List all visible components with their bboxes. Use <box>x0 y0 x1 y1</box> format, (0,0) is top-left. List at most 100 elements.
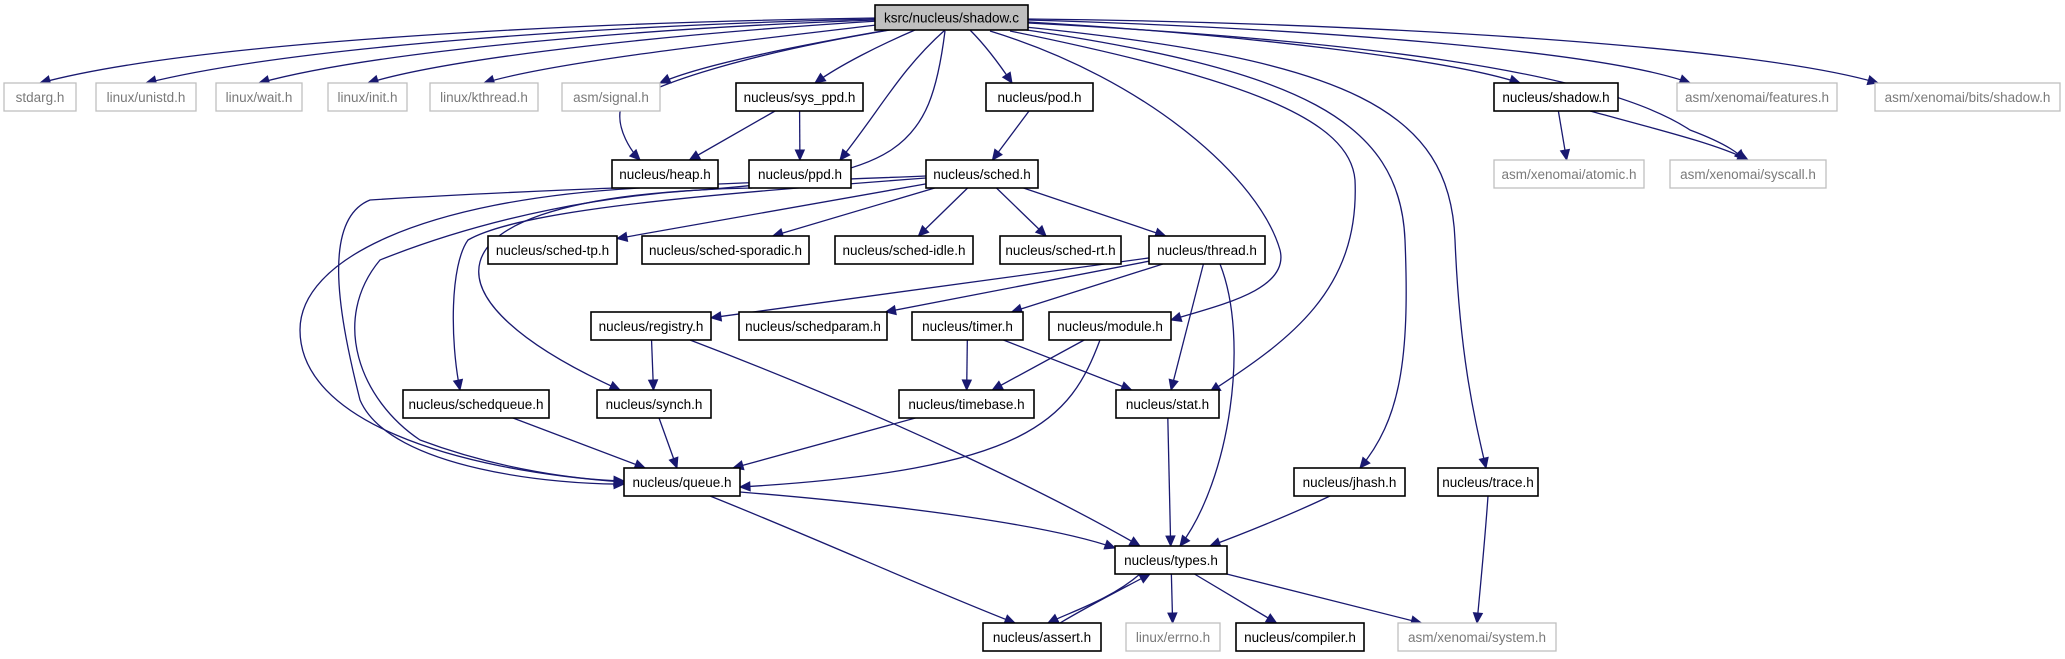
node-label: nucleus/sched-idle.h <box>842 243 965 258</box>
node-label: stdarg.h <box>16 90 65 105</box>
node-box <box>898 389 1035 419</box>
edge-sched-to-sched_rt <box>996 187 1047 237</box>
edge-shadow_c-to-ppd <box>839 29 946 161</box>
node-label: nucleus/schedparam.h <box>745 319 881 334</box>
node-sched-tp[interactable]: nucleus/sched-tp.h <box>487 235 618 265</box>
edge-sched-to-sched_idle <box>917 187 969 237</box>
node-registry[interactable]: nucleus/registry.h <box>590 311 712 341</box>
edge-registry-to-types <box>689 339 1141 547</box>
node-box <box>215 82 303 112</box>
node-stat[interactable]: nucleus/stat.h <box>1115 389 1220 419</box>
node-shadow-c[interactable]: ksrc/nucleus/shadow.c <box>874 4 1029 31</box>
edge-shadow_c-to-trace <box>1024 26 1487 469</box>
edge-queue-to-assert <box>709 495 1016 624</box>
edge-shadow_c-to-jhash <box>1019 28 1407 469</box>
node-module[interactable]: nucleus/module.h <box>1048 311 1172 341</box>
node-ppd[interactable]: nucleus/ppd.h <box>748 159 852 189</box>
node-label: nucleus/sys_ppd.h <box>744 90 856 105</box>
edge-shadow_c-to-stat <box>1009 30 1356 393</box>
node-sched-idle[interactable]: nucleus/sched-idle.h <box>834 235 974 265</box>
node-timebase[interactable]: nucleus/timebase.h <box>898 389 1035 419</box>
node-thread[interactable]: nucleus/thread.h <box>1148 235 1266 265</box>
edge-timebase-to-queue <box>732 417 916 469</box>
node-shadow-h[interactable]: nucleus/shadow.h <box>1493 82 1619 112</box>
node-sched-rt[interactable]: nucleus/sched-rt.h <box>999 235 1122 265</box>
node-label: asm/xenomai/system.h <box>1408 630 1546 645</box>
node-timer[interactable]: nucleus/timer.h <box>911 311 1024 341</box>
edge-queue-to-types <box>739 491 1116 549</box>
node-label: nucleus/types.h <box>1124 553 1218 568</box>
arrowhead-sched-to-sched_rt <box>1034 224 1047 237</box>
arrowhead-module-to-timebase <box>991 380 1005 391</box>
arrowhead-sched-to-sched_tp <box>615 231 629 242</box>
node-box <box>402 389 550 419</box>
node-sched-sporadic[interactable]: nucleus/sched-sporadic.h <box>641 235 810 265</box>
node-synch[interactable]: nucleus/synch.h <box>596 389 712 419</box>
node-box <box>623 467 741 497</box>
edge-shadow_c-to-module <box>989 30 1282 321</box>
arrowhead-sched-to-schedqueue <box>452 378 464 392</box>
node-label: nucleus/sched-rt.h <box>1005 243 1115 258</box>
node-box <box>1493 159 1645 189</box>
node-kthread: linux/kthread.h <box>429 82 539 112</box>
node-box <box>1148 235 1266 265</box>
node-box <box>561 82 661 112</box>
node-syscall: asm/xenomai/syscall.h <box>1669 159 1827 189</box>
node-types[interactable]: nucleus/types.h <box>1114 545 1228 575</box>
node-jhash[interactable]: nucleus/jhash.h <box>1293 467 1406 497</box>
node-box <box>327 82 408 112</box>
arrowhead-stat-to-types <box>1165 535 1176 548</box>
node-label: nucleus/schedqueue.h <box>408 397 543 412</box>
edge-jhash-to-types <box>1209 495 1331 547</box>
edge-module-to-timebase <box>991 339 1085 391</box>
node-queue[interactable]: nucleus/queue.h <box>623 467 741 497</box>
node-trace[interactable]: nucleus/trace.h <box>1437 467 1539 497</box>
node-box <box>874 4 1029 31</box>
node-label: nucleus/shadow.h <box>1502 90 1609 105</box>
arrowhead-shadow_c-to-bits_shadow <box>1866 74 1880 86</box>
node-label: asm/xenomai/atomic.h <box>1501 167 1636 182</box>
node-label: linux/wait.h <box>226 90 293 105</box>
arrowhead-thread-to-registry <box>709 311 723 322</box>
edge-thread-to-types <box>1179 263 1235 547</box>
node-schedqueue[interactable]: nucleus/schedqueue.h <box>402 389 550 419</box>
arrowhead-types-to-errno <box>1167 612 1178 625</box>
node-schedparam[interactable]: nucleus/schedparam.h <box>738 311 888 341</box>
arrowhead-shadow_c-to-pod <box>1001 71 1013 85</box>
node-pod[interactable]: nucleus/pod.h <box>985 82 1094 112</box>
arrowhead-shadow_c-to-module <box>1169 311 1183 322</box>
node-features: asm/xenomai/features.h <box>1676 82 1838 112</box>
edge-trace-to-system <box>1476 495 1489 624</box>
edge-shadow_c-to-bits_shadow <box>1027 18 1879 84</box>
node-label: nucleus/timer.h <box>922 319 1013 334</box>
node-box <box>1493 82 1619 112</box>
node-label: nucleus/queue.h <box>632 475 731 490</box>
node-bits-shadow: asm/xenomai/bits/shadow.h <box>1874 82 2061 112</box>
node-label: nucleus/module.h <box>1057 319 1163 334</box>
edge-shadow_c-to-stdarg <box>39 17 876 84</box>
node-assert[interactable]: nucleus/assert.h <box>982 622 1102 652</box>
arrowhead-module-to-queue <box>738 481 751 492</box>
node-box <box>925 159 1039 189</box>
arrowhead-shadow_h-to-atomic <box>1559 148 1571 162</box>
node-compiler[interactable]: nucleus/compiler.h <box>1235 622 1365 652</box>
node-system: asm/xenomai/system.h <box>1397 622 1557 652</box>
node-label: nucleus/thread.h <box>1157 243 1257 258</box>
node-label: ksrc/nucleus/shadow.c <box>884 11 1019 26</box>
node-box <box>95 82 197 112</box>
edge-shadow_h-to-syscall <box>1589 110 1749 161</box>
node-box <box>641 235 810 265</box>
node-box <box>611 159 719 189</box>
node-sys-ppd[interactable]: nucleus/sys_ppd.h <box>735 82 864 112</box>
node-box <box>1114 545 1228 575</box>
arrowhead-registry-to-synch <box>647 379 659 392</box>
edge-shadow_c-to-wait <box>258 19 877 84</box>
node-label: asm/signal.h <box>573 90 649 105</box>
node-heap[interactable]: nucleus/heap.h <box>611 159 719 189</box>
arrowhead-thread-to-stat <box>1168 378 1179 392</box>
arrowhead-shadow_c-to-signal <box>658 73 672 84</box>
node-sched[interactable]: nucleus/sched.h <box>925 159 1039 189</box>
arrowhead-thread-to-schedparam <box>884 304 897 316</box>
arrowhead-thread-to-types <box>1179 534 1191 547</box>
